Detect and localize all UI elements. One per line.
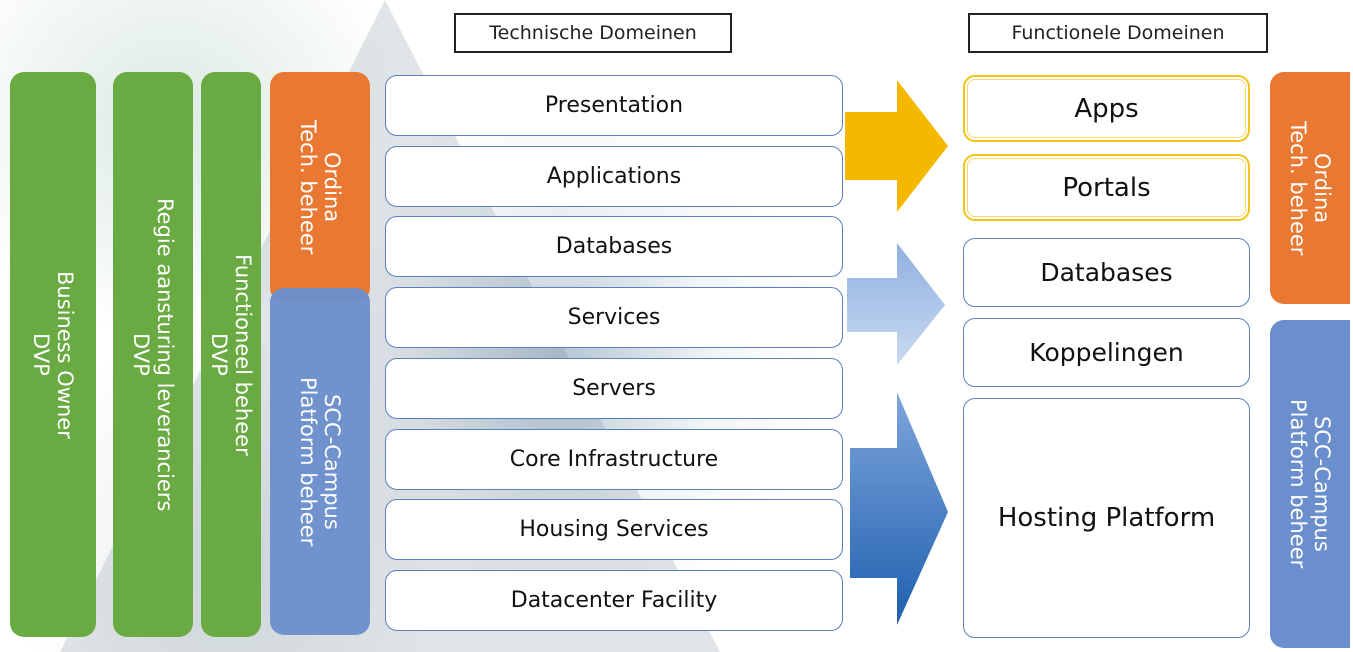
ordina-tech-beheer-right-bar: Ordina Tech. beheer bbox=[1270, 72, 1350, 304]
scc-campus-right-bar: SCC-Campus Platform beheer bbox=[1270, 320, 1350, 648]
func-box-databases: Databases bbox=[963, 238, 1250, 307]
regie-aansturing-label: Regie aansturing leveranciers DVP bbox=[129, 197, 177, 512]
tech-row-services: Services bbox=[385, 287, 843, 348]
func-box-hosting-platform: Hosting Platform bbox=[963, 398, 1250, 638]
databases-koppelingen-arrow bbox=[847, 243, 945, 365]
regie-aansturing-bar: Regie aansturing leveranciers DVP bbox=[113, 72, 193, 637]
functionele-domeinen-title: Functionele Domeinen bbox=[968, 13, 1268, 53]
business-owner-bar: Business Owner DVP bbox=[10, 72, 96, 637]
functioneel-beheer-label: Functioneel beheer DVP bbox=[207, 253, 255, 456]
ordina-tech-beheer-right-label: Ordina Tech. beheer bbox=[1286, 120, 1334, 256]
tech-row-servers: Servers bbox=[385, 358, 843, 419]
business-owner-label: Business Owner DVP bbox=[29, 270, 77, 439]
functioneel-beheer-bar: Functioneel beheer DVP bbox=[201, 72, 261, 637]
tech-row-housing-services: Housing Services bbox=[385, 499, 843, 560]
func-box-koppelingen: Koppelingen bbox=[963, 318, 1250, 387]
apps-portals-arrow bbox=[845, 80, 948, 212]
scc-campus-left-bar: SCC-Campus Platform beheer bbox=[270, 288, 370, 635]
func-box-portals: Portals bbox=[963, 154, 1250, 221]
scc-campus-left-label: SCC-Campus Platform beheer bbox=[296, 376, 344, 547]
ordina-tech-beheer-left-bar: Ordina Tech. beheer bbox=[270, 72, 370, 302]
ordina-tech-beheer-left-label: Ordina Tech. beheer bbox=[296, 119, 344, 255]
tech-row-presentation: Presentation bbox=[385, 75, 843, 136]
tech-row-datacenter-facility: Datacenter Facility bbox=[385, 570, 843, 631]
tech-row-core-infrastructure: Core Infrastructure bbox=[385, 429, 843, 490]
hosting-platform-arrow bbox=[850, 392, 948, 625]
technische-domeinen-title: Technische Domeinen bbox=[454, 13, 732, 53]
tech-row-applications: Applications bbox=[385, 146, 843, 207]
func-box-apps: Apps bbox=[963, 75, 1250, 142]
tech-row-databases: Databases bbox=[385, 216, 843, 277]
scc-campus-right-label: SCC-Campus Platform beheer bbox=[1286, 399, 1334, 569]
